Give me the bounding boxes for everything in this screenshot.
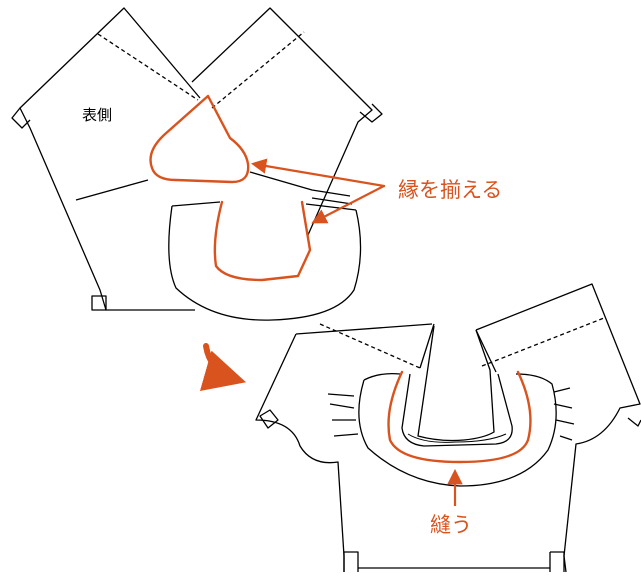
lower-right-panel xyxy=(475,283,641,573)
collar-piece xyxy=(168,205,362,321)
lower-left-shoulder xyxy=(419,323,435,369)
front-side-label: 表側 xyxy=(82,106,113,124)
right-fold-line xyxy=(211,31,305,109)
align-edges-label: 縁を揃える xyxy=(398,178,503,202)
lower-right-tab xyxy=(627,417,641,427)
lower-right-shoulder xyxy=(475,329,497,373)
align-arrow-upper xyxy=(250,158,386,188)
lower-left-top-edge xyxy=(295,323,433,335)
right-gather-lines xyxy=(553,387,575,441)
upper-step-illustration xyxy=(11,7,383,321)
lower-collar-top xyxy=(363,372,401,381)
bottom-tab-right xyxy=(549,551,565,572)
bottom-tab-left xyxy=(343,551,359,572)
left-fold-line xyxy=(97,33,199,101)
left-gather-lines xyxy=(327,393,359,437)
lower-left-panel xyxy=(255,333,345,572)
left-shoulder-line xyxy=(75,179,149,201)
step-arrow xyxy=(199,343,247,391)
neck-edge-bottom xyxy=(213,200,312,282)
lower-neck-opening xyxy=(401,373,513,447)
align-arrow-lower xyxy=(311,184,386,224)
collar-center-seam xyxy=(249,171,351,197)
sew-line xyxy=(387,370,532,464)
lower-neck-center xyxy=(417,325,495,442)
neck-edge-top xyxy=(149,94,250,184)
sew-label: 縫う xyxy=(430,513,472,537)
lower-right-fold-line xyxy=(481,317,605,367)
lower-left-fold-line xyxy=(319,323,421,369)
lower-collar-outer xyxy=(358,373,557,487)
right-front-panel xyxy=(191,7,373,236)
left-panel-tab xyxy=(11,107,31,129)
lower-step-illustration xyxy=(255,283,641,573)
collar-inner-edge xyxy=(171,201,357,211)
lower-left-tab xyxy=(259,409,279,429)
seam-gather xyxy=(407,433,507,443)
align-callout-arrows xyxy=(250,158,386,224)
left-front-panel xyxy=(19,7,201,311)
right-shoulder-line xyxy=(311,197,353,205)
upper-edge-highlights xyxy=(149,94,312,282)
right-panel-tab xyxy=(359,103,383,123)
bottom-tab xyxy=(91,295,107,311)
